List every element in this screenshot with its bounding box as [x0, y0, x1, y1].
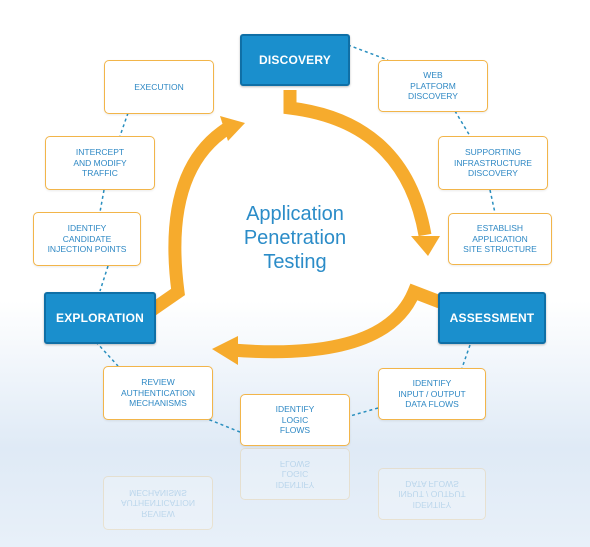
reflection-auth: REVIEW AUTHENTICATION MECHANISMS	[103, 476, 213, 530]
step-web-platform-discovery: WEB PLATFORM DISCOVERY	[378, 60, 488, 112]
connector-inject-exploration	[99, 265, 109, 292]
step-supporting-infrastructure-discovery: SUPPORTING INFRASTRUCTURE DISCOVERY	[438, 136, 548, 190]
arrowhead-discovery	[220, 116, 245, 141]
connector-exploration-auth	[95, 341, 119, 367]
step-identify-injection-points: IDENTIFY CANDIDATE INJECTION POINTS	[33, 212, 141, 266]
reflection-logic-box: IDENTIFY LOGIC FLOWS	[240, 448, 350, 500]
reflection-logic: IDENTIFY LOGIC FLOWS	[240, 448, 350, 500]
step-execution: EXECUTION	[104, 60, 214, 114]
reflection-io-box: IDENTIFY INPUT / OUTPUT DATA FLOWS	[378, 468, 486, 520]
connector-io-logic	[349, 407, 379, 417]
arrowhead-assessment	[411, 236, 440, 256]
arrow-discovery-to-assessment	[283, 90, 432, 237]
step-review-authentication: REVIEW AUTHENTICATION MECHANISMS	[103, 366, 213, 420]
phase-discovery: DISCOVERY	[240, 34, 350, 86]
arrow-assessment-to-exploration	[231, 283, 443, 359]
connector-infra-site	[489, 189, 496, 214]
phase-exploration: EXPLORATION	[44, 292, 156, 344]
step-identify-logic-flows: IDENTIFY LOGIC FLOWS	[240, 394, 350, 446]
reflection-io: IDENTIFY INPUT / OUTPUT DATA FLOWS	[378, 468, 486, 520]
arrow-exploration-to-discovery	[148, 122, 232, 316]
connector-assessment-io	[461, 344, 471, 369]
connector-web-infra	[454, 110, 471, 137]
center-title: Application Penetration Testing	[243, 203, 347, 273]
connector-discovery-web	[347, 44, 389, 61]
reflection-auth-box: REVIEW AUTHENTICATION MECHANISMS	[103, 476, 213, 530]
connectors	[95, 44, 496, 433]
phase-assessment: ASSESSMENT	[438, 292, 546, 344]
connector-logic-auth	[204, 417, 241, 433]
step-intercept-modify-traffic: INTERCEPT AND MODIFY TRAFFIC	[45, 136, 155, 190]
connector-exec-intercept	[119, 112, 129, 137]
arrowhead-exploration	[212, 336, 238, 365]
step-establish-site-structure: ESTABLISH APPLICATION SITE STRUCTURE	[448, 213, 552, 265]
connector-intercept-inject	[99, 189, 105, 213]
step-identify-io-data-flows: IDENTIFY INPUT / OUTPUT DATA FLOWS	[378, 368, 486, 420]
